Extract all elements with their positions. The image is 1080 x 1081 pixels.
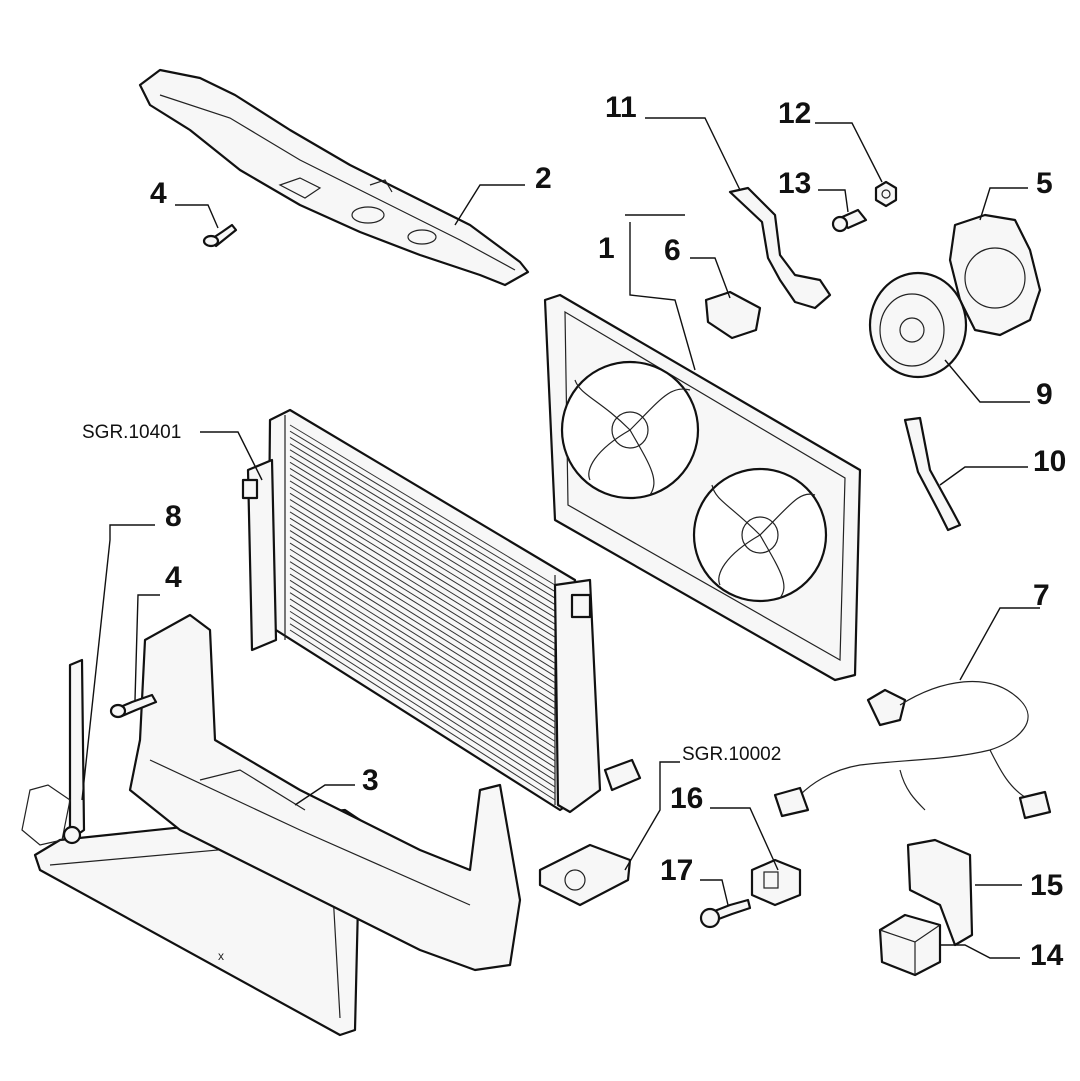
radiator-fin-line xyxy=(289,486,556,651)
callout-17: 17 xyxy=(660,854,693,887)
part-1-fan-shroud xyxy=(543,293,862,682)
part-3-lower-shroud xyxy=(128,613,522,972)
callout-6: 6 xyxy=(664,234,681,267)
radiator-fin-line xyxy=(289,598,556,768)
radiator-fin-line xyxy=(289,424,556,586)
part-11-bracket xyxy=(728,186,832,310)
radiator-fin-line xyxy=(289,530,556,697)
radiator-fin-line xyxy=(289,536,556,703)
part-9-fan-motor xyxy=(868,271,968,379)
part-17-screw xyxy=(699,898,752,929)
callout-5: 5 xyxy=(1036,167,1053,200)
radiator-fin-line xyxy=(289,505,556,671)
radiator-fin-line xyxy=(289,430,556,592)
radiator-fin-line xyxy=(289,555,556,723)
radiator-fin-line xyxy=(289,517,556,684)
radiator-fin-line xyxy=(289,548,556,716)
part-10-bracket xyxy=(903,416,962,532)
radiator-fin-line xyxy=(289,586,556,755)
callout-16: 16 xyxy=(670,782,703,815)
part-14-relay xyxy=(878,913,942,977)
callout-13: 13 xyxy=(778,167,811,200)
callout-7: 7 xyxy=(1033,579,1050,612)
callout-10: 10 xyxy=(1033,445,1066,478)
radiator-fin-line xyxy=(289,492,556,658)
radiator-fin-line xyxy=(289,523,556,690)
radiator-fin-line xyxy=(289,592,556,762)
radiator-fin-line xyxy=(289,561,556,729)
radiator-fin-line xyxy=(289,436,556,599)
radiator-fin-line xyxy=(289,474,556,638)
radiator-fin-line xyxy=(289,629,556,801)
part-6-resistor xyxy=(704,290,762,340)
radiator-fins xyxy=(289,424,556,801)
reference-sgr-10002: SGR.10002 xyxy=(682,744,781,765)
callout-4-lower: 4 xyxy=(165,561,182,594)
part-2-upper-cover xyxy=(138,68,530,287)
radiator-fin-line xyxy=(289,579,556,749)
radiator-fin-line xyxy=(289,610,556,781)
shroud-x-mark: x xyxy=(218,949,224,963)
radiator-fin-line xyxy=(289,443,556,605)
part-4-bolt-upper xyxy=(202,223,238,248)
callout-1: 1 xyxy=(598,232,615,265)
radiator-fin-line xyxy=(289,449,556,612)
part-16-clip xyxy=(750,858,802,907)
callout-14: 14 xyxy=(1030,939,1064,972)
callout-15: 15 xyxy=(1030,869,1063,902)
radiator-fin-line xyxy=(289,623,556,794)
bracket-sgr-10002 xyxy=(538,843,632,907)
part-5-motor-cover xyxy=(948,213,1042,337)
callout-12: 12 xyxy=(778,97,811,130)
part-12-nut xyxy=(874,180,898,208)
radiator-fin-line xyxy=(289,468,556,632)
radiator-fin-line xyxy=(289,461,556,625)
part-4-bolt-lower xyxy=(109,693,158,719)
radiator-fin-line xyxy=(289,542,556,710)
callout-2: 2 xyxy=(535,162,552,195)
radiator-fin-line xyxy=(289,573,556,742)
part-13-bolt xyxy=(831,208,868,233)
radiator xyxy=(241,408,642,814)
part-15-relay-bracket xyxy=(906,838,974,947)
radiator-fin-line xyxy=(289,511,556,677)
radiator-fin-line xyxy=(289,455,556,619)
radiator-fin-line xyxy=(289,499,556,664)
leader-lines xyxy=(81,117,1040,959)
callout-4-upper: 4 xyxy=(150,177,167,210)
radiator-fin-line xyxy=(289,617,556,788)
radiator-fin-line xyxy=(289,567,556,736)
radiator-fin-line xyxy=(289,604,556,775)
part-7-wiring-harness xyxy=(773,680,1052,820)
callout-9: 9 xyxy=(1036,378,1053,411)
callout-labels: 1 2 4 6 11 12 13 5 9 10 7 8 4 3 16 17 15… xyxy=(150,91,1066,972)
radiator-fin-line xyxy=(289,480,556,645)
callout-3: 3 xyxy=(362,764,379,797)
reference-labels: SGR.10401 SGR.10002 xyxy=(82,422,781,765)
callout-11: 11 xyxy=(605,91,637,124)
reference-sgr-10401: SGR.10401 xyxy=(82,422,181,443)
callout-8: 8 xyxy=(165,500,182,533)
